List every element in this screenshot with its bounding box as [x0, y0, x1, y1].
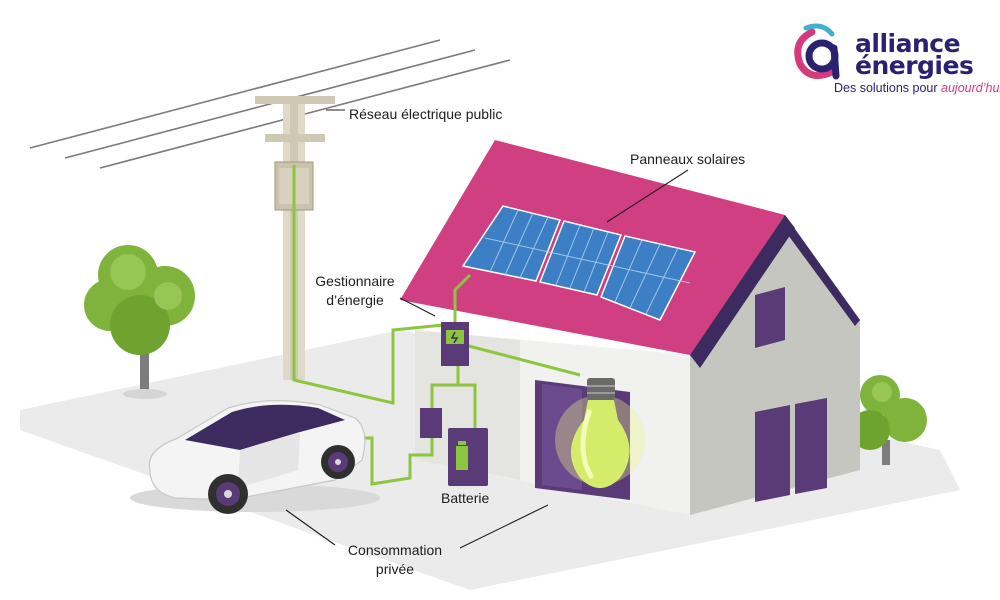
label-gestionnaire-line1: Gestionnaire	[315, 273, 395, 289]
logo-name-line1: alliance	[855, 29, 961, 58]
logo-mark-icon	[794, 23, 840, 80]
label-gestionnaire-line2: d’énergie	[326, 292, 384, 308]
label-gestionnaire: Gestionnaire d’énergie	[300, 272, 410, 310]
tree-left	[84, 245, 195, 399]
logo-tagline-highlight: aujourd’hui	[941, 81, 1000, 95]
meter-box	[420, 408, 442, 438]
logo-name: alliance énergies	[855, 29, 974, 80]
brand-logo: alliance énergies Des solutions pour auj…	[782, 20, 1000, 100]
solar-panels	[461, 205, 697, 321]
light-bulb	[555, 378, 645, 488]
label-consommation-line1: Consommation	[347, 542, 443, 558]
electric-car	[130, 400, 380, 514]
label-panneaux: Panneaux solaires	[630, 151, 746, 167]
label-consommation: Consommation privée	[335, 541, 455, 579]
label-reseau: Réseau électrique public	[349, 106, 503, 122]
logo-tagline: Des solutions pour aujourd’hui	[834, 81, 1000, 95]
logo-name-line2: énergies	[855, 51, 974, 80]
leader-lines	[285, 109, 689, 549]
wiring	[292, 165, 581, 486]
label-consommation-line2: privée	[375, 561, 415, 577]
energy-manager-box	[441, 322, 469, 366]
battery	[448, 428, 488, 486]
logo-tagline-prefix: Des solutions pour	[834, 81, 942, 95]
label-batterie: Batterie	[441, 490, 490, 506]
